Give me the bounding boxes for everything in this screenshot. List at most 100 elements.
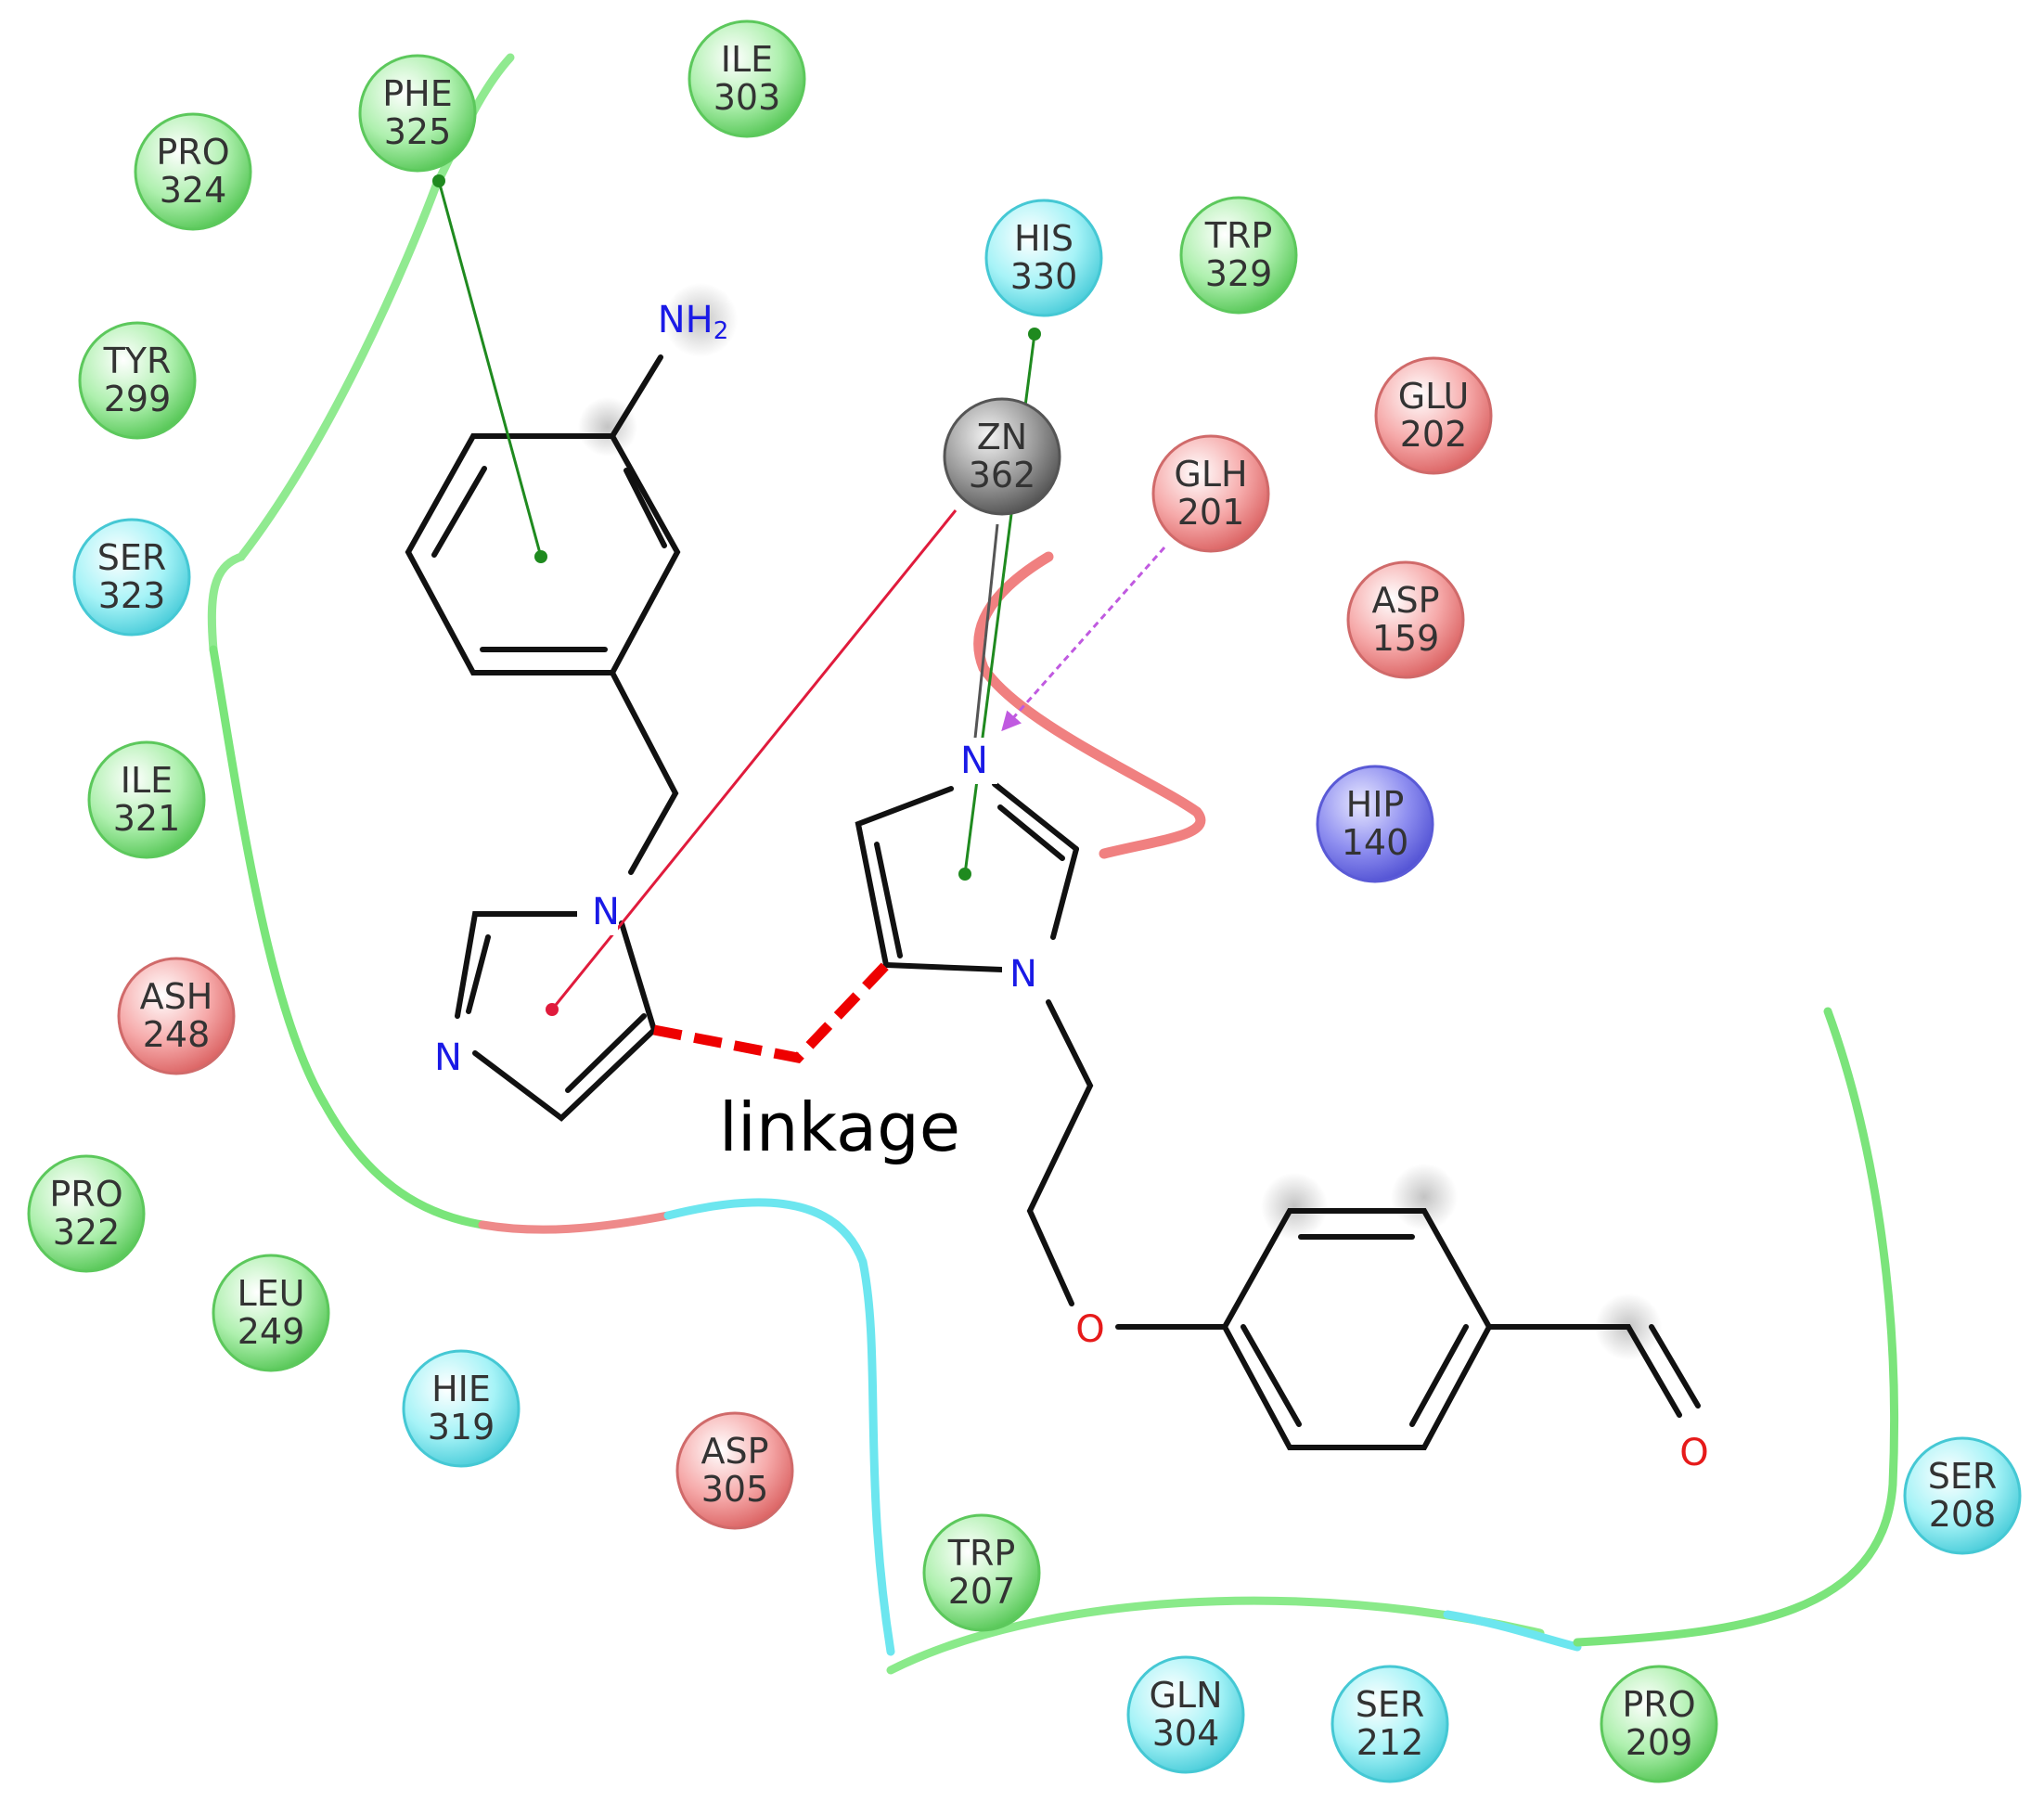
pi-stack-dot-his330-a <box>1028 328 1041 341</box>
residue-number: 303 <box>713 77 781 118</box>
residue-number: 209 <box>1626 1722 1693 1763</box>
residue-number: 299 <box>104 379 172 419</box>
solvent-exposure-halos <box>578 283 1662 1360</box>
residue-number: 208 <box>1929 1494 1997 1535</box>
residue-name: SER <box>1928 1456 1998 1497</box>
o-label-aldehyde: O <box>1679 1432 1708 1474</box>
residue-circle <box>27 1154 146 1273</box>
residue-number: 330 <box>1010 256 1078 297</box>
residue-name: TRP <box>1204 215 1273 256</box>
residue-circle <box>1374 356 1493 475</box>
residue-circle <box>87 740 206 859</box>
linkage-bond <box>652 961 890 1063</box>
residue-circle <box>1346 560 1465 679</box>
residue-number: 249 <box>238 1311 305 1352</box>
metal-coord-line-zn-ring <box>550 509 958 1010</box>
residue-name: GLH <box>1174 454 1247 495</box>
residue-circle <box>922 1513 1041 1632</box>
residue-name: ASP <box>701 1431 768 1472</box>
residue-number: 319 <box>428 1407 495 1447</box>
n-label-imid2-n1: N <box>1009 953 1037 996</box>
residue-number: 323 <box>98 575 166 616</box>
pocket-line-red-inner <box>973 551 1206 859</box>
residue-number: 201 <box>1177 492 1245 533</box>
residue-name: LEU <box>238 1273 305 1314</box>
residue-number: 321 <box>113 798 181 839</box>
n-label-imid1-n3: N <box>434 1036 462 1079</box>
residue-name: SER <box>1356 1684 1425 1725</box>
residue-number: 305 <box>701 1469 769 1510</box>
residue-circle <box>1903 1436 2022 1555</box>
residue-circle <box>1151 434 1270 553</box>
pi-stack-dot-phe325-b <box>534 550 547 563</box>
hbond-line-glh201 <box>1001 547 1166 732</box>
residue-number: 202 <box>1400 414 1468 455</box>
residue-name: TYR <box>103 341 172 381</box>
residue-name: HIP <box>1346 784 1405 825</box>
pocket-outline <box>207 53 1899 1675</box>
residue-name: ASP <box>1371 580 1439 621</box>
pi-stack-dot-his330-b <box>958 868 971 881</box>
residue-circle <box>1600 1665 1718 1783</box>
residue-number: 362 <box>969 455 1036 495</box>
residue-circle <box>134 112 252 231</box>
residue-circle <box>78 321 197 440</box>
residue-circle <box>72 518 191 637</box>
pocket-line-cyan-bottom <box>1443 1610 1582 1652</box>
residue-name: HIS <box>1014 218 1073 259</box>
residue-name: GLU <box>1398 376 1470 417</box>
pocket-line-red-left <box>478 1211 673 1234</box>
residue-name: PRO <box>156 132 229 173</box>
atom-labels: NH2 N N N N O O <box>429 299 1716 1475</box>
residue-circle <box>212 1254 330 1372</box>
pocket-line-green-bottom <box>886 1596 1545 1675</box>
n-label-imid2-n3: N <box>960 740 988 782</box>
residue-name: ASH <box>140 976 213 1017</box>
residue-number: 212 <box>1356 1722 1424 1763</box>
metal-coord-line-zn-n <box>972 523 999 748</box>
o-label-ether: O <box>1075 1308 1104 1351</box>
residue-number: 329 <box>1205 253 1273 294</box>
residue-number: 140 <box>1342 822 1409 863</box>
residue-circle <box>358 54 477 173</box>
ligand-bonds <box>405 354 1701 1450</box>
pi-stack-dot-phe325-a <box>432 174 445 187</box>
residue-number: 159 <box>1372 618 1440 659</box>
linkage-caption: linkage <box>719 1088 960 1166</box>
residue-circle <box>943 397 1061 516</box>
pocket-line-green-left <box>209 645 487 1229</box>
residue-name: PRO <box>49 1174 122 1215</box>
pi-stack-line-phe325 <box>437 180 543 558</box>
residue-name: SER <box>97 537 167 578</box>
residue-circle <box>1331 1665 1449 1783</box>
residue-number: 304 <box>1152 1713 1220 1754</box>
residue-name: TRP <box>947 1533 1016 1574</box>
residue-name: HIE <box>431 1369 491 1409</box>
residue-circle <box>117 957 236 1075</box>
residue-circle <box>675 1411 794 1530</box>
pocket-line-green-right <box>1573 1007 1899 1647</box>
residue-circle <box>1126 1655 1245 1774</box>
